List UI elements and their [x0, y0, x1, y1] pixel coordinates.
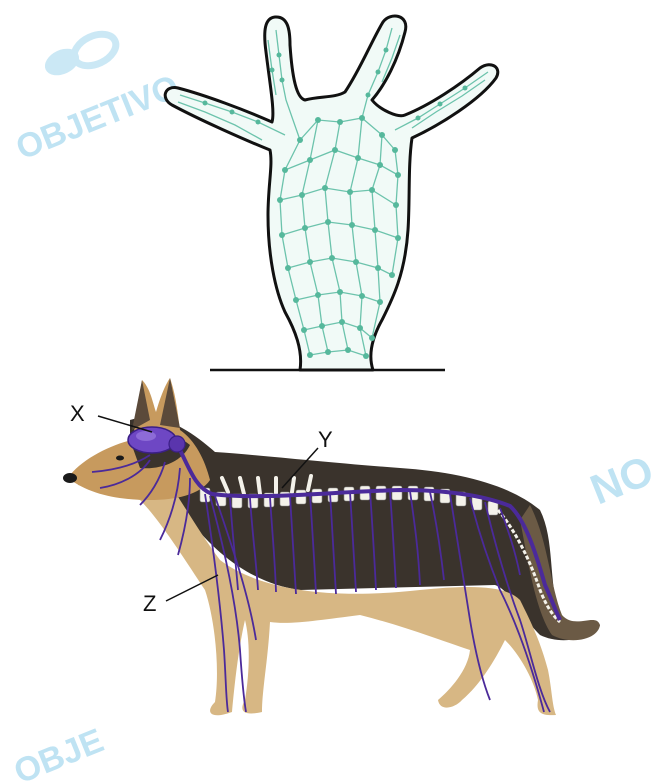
watermark-top-left: OBJETIVO	[11, 28, 185, 167]
label-z: Z	[143, 591, 156, 616]
dog-eye	[116, 456, 124, 461]
watermark-text-top: OBJETIVO	[11, 68, 185, 168]
watermark-text-right: NO	[584, 446, 657, 513]
watermark-logo-icon	[41, 28, 121, 80]
watermark-text-bottom: OBJE	[9, 721, 109, 784]
label-x: X	[70, 401, 85, 426]
dog-nose	[63, 473, 77, 483]
label-y: Y	[318, 427, 333, 452]
hydra-illustration	[165, 16, 498, 370]
hydra-body	[165, 16, 498, 370]
